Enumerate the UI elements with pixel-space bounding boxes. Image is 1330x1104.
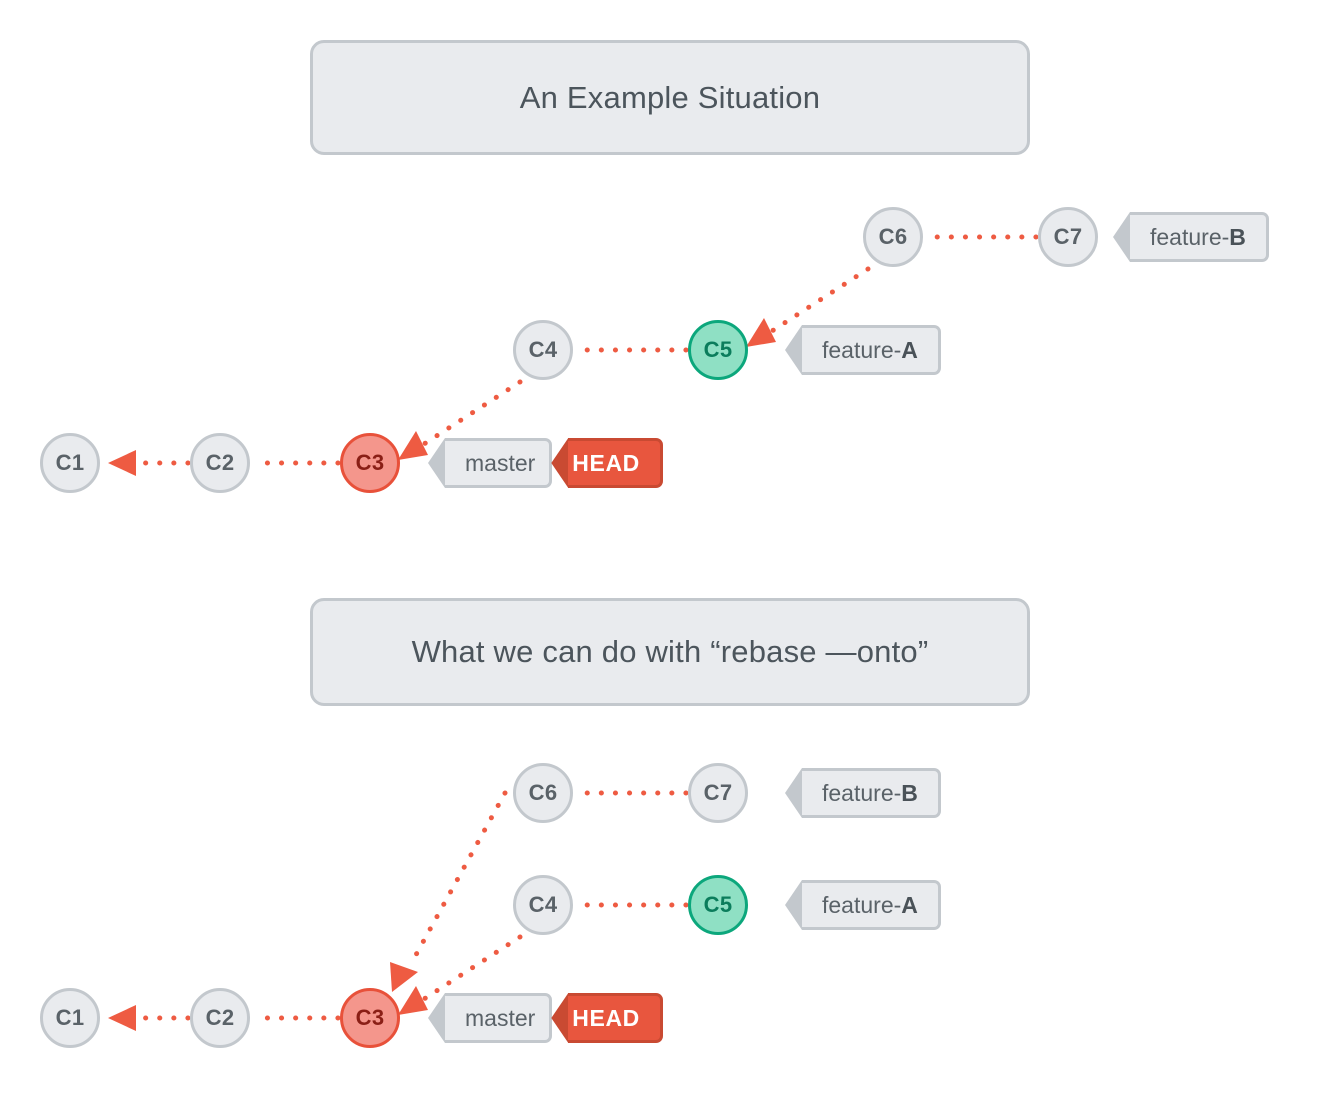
tag-notch-icon	[428, 993, 445, 1043]
arrowhead-c6-to-c5	[746, 318, 776, 347]
wire-c4-to-c3	[421, 379, 523, 447]
branch-tag-master-head-section-2[interactable]: master HEAD	[428, 993, 663, 1043]
tag-body: feature-B	[802, 768, 941, 818]
commit-label: C5	[703, 892, 733, 917]
branch-tag-feature-a-section-1[interactable]: feature-A	[785, 325, 941, 375]
arrowhead-c2-to-c1	[108, 450, 136, 476]
head-notch-icon	[551, 438, 569, 488]
commit-node-c1-section-2[interactable]: C1	[40, 988, 100, 1048]
commit-node-c5-section-1[interactable]: C5	[688, 320, 748, 380]
commit-label: C7	[1053, 224, 1083, 249]
section-2-title-banner: What we can do with “rebase —onto”	[310, 598, 1030, 706]
tag-notch-icon	[785, 880, 802, 930]
commit-label: C4	[528, 892, 558, 917]
branch-tag-feature-b-section-2[interactable]: feature-B	[785, 768, 941, 818]
commit-label: C1	[55, 1005, 85, 1030]
wire-c4-to-c3	[421, 934, 523, 1002]
tag-body-master: master	[445, 438, 553, 488]
commit-node-c4-section-2[interactable]: C4	[513, 875, 573, 935]
tag-prefix: feature-	[822, 336, 902, 363]
head-notch-icon	[551, 993, 569, 1043]
tag-body: feature-A	[802, 325, 941, 375]
head-badge[interactable]: HEAD	[568, 438, 663, 488]
commit-label: C7	[703, 780, 733, 805]
wire-c6-to-c5	[769, 266, 871, 334]
tag-master-label: master	[465, 1004, 536, 1031]
commit-node-c3-section-1[interactable]: C3	[340, 433, 400, 493]
commit-node-c2-section-1[interactable]: C2	[190, 433, 250, 493]
commit-node-c4-section-1[interactable]: C4	[513, 320, 573, 380]
commit-node-c1-section-1[interactable]: C1	[40, 433, 100, 493]
section-1-title-text: An Example Situation	[519, 79, 821, 115]
branch-tag-master-head-section-1[interactable]: master HEAD	[428, 438, 663, 488]
tag-body-master: master	[445, 993, 553, 1043]
tag-branch-letter: A	[901, 336, 918, 363]
tag-notch-icon	[785, 768, 802, 818]
tag-notch-icon	[785, 325, 802, 375]
commit-label: C3	[355, 450, 385, 475]
tag-master-label: master	[465, 449, 536, 476]
tag-branch-letter: B	[901, 779, 918, 806]
arrowhead-c4-to-c3	[398, 431, 428, 460]
commit-node-c7-section-1[interactable]: C7	[1038, 207, 1098, 267]
tag-branch-letter: A	[901, 891, 918, 918]
commit-label: C4	[528, 337, 558, 362]
commit-node-c6-section-1[interactable]: C6	[863, 207, 923, 267]
tag-notch-icon	[428, 438, 445, 488]
tag-prefix: feature-	[1150, 223, 1230, 250]
section-1-title-banner: An Example Situation	[310, 40, 1030, 155]
wire-c6-to-c3	[409, 790, 508, 965]
commit-node-c3-section-2[interactable]: C3	[340, 988, 400, 1048]
commit-node-c6-section-2[interactable]: C6	[513, 763, 573, 823]
tag-prefix: feature-	[822, 779, 902, 806]
commit-label: C2	[205, 1005, 235, 1030]
arrowhead-c2-to-c1	[108, 1005, 136, 1031]
commit-label: C6	[528, 780, 558, 805]
commit-label: C1	[55, 450, 85, 475]
tag-notch-icon	[1113, 212, 1130, 262]
branch-tag-feature-a-section-2[interactable]: feature-A	[785, 880, 941, 930]
head-label: HEAD	[572, 1004, 640, 1031]
tag-body: feature-A	[802, 880, 941, 930]
arrowhead-c6-to-c3	[390, 962, 418, 992]
commit-node-c2-section-2[interactable]: C2	[190, 988, 250, 1048]
commit-label: C5	[703, 337, 733, 362]
branch-tag-feature-b-section-1[interactable]: feature-B	[1113, 212, 1269, 262]
commit-node-c7-section-2[interactable]: C7	[688, 763, 748, 823]
commit-label: C6	[878, 224, 908, 249]
commit-node-c5-section-2[interactable]: C5	[688, 875, 748, 935]
tag-prefix: feature-	[822, 891, 902, 918]
commit-label: C3	[355, 1005, 385, 1030]
section-2-title-text: What we can do with “rebase —onto”	[411, 634, 929, 669]
commit-label: C2	[205, 450, 235, 475]
tag-body: feature-B	[1130, 212, 1269, 262]
head-label: HEAD	[572, 449, 640, 476]
tag-branch-letter: B	[1229, 223, 1246, 250]
head-badge[interactable]: HEAD	[568, 993, 663, 1043]
arrowhead-c4-to-c3	[398, 986, 428, 1015]
